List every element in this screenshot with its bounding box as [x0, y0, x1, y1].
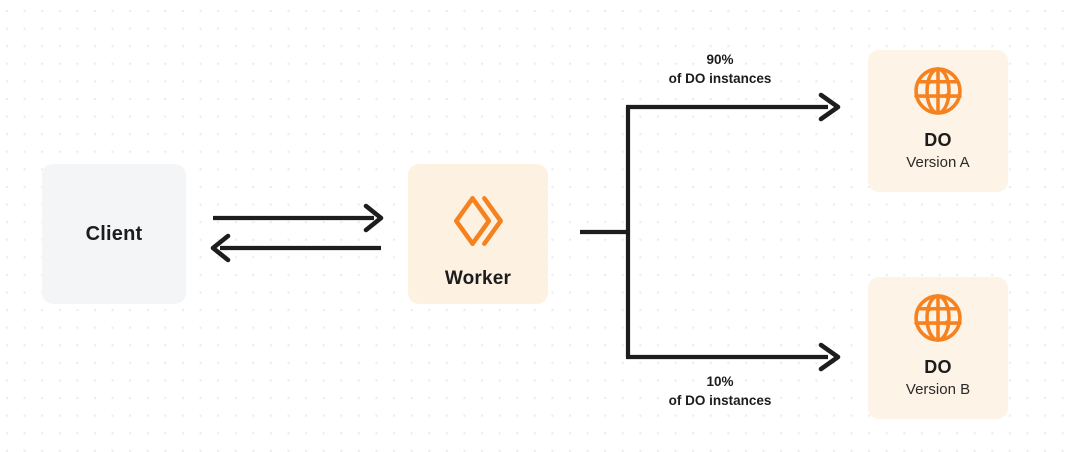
node-do-version-a[interactable]: DO Version A	[868, 50, 1008, 192]
edge-label-bottom-caption: of DO instances	[668, 393, 772, 409]
client-label: Client	[85, 222, 143, 245]
edge-label-bottom-percent: 10%	[706, 374, 734, 389]
edge-label-top-caption: of DO instances	[668, 71, 772, 87]
do-b-subtitle: Version B	[905, 381, 971, 398]
edge-label-bottom: 10% of DO instances	[620, 372, 820, 410]
do-a-title: DO	[924, 130, 952, 150]
globe-icon	[911, 291, 965, 345]
connector-worker-branch	[580, 107, 631, 357]
arrow-client-to-worker	[213, 203, 384, 233]
globe-icon	[911, 64, 965, 118]
arrow-worker-to-client	[210, 233, 381, 263]
edge-label-top: 90% of DO instances	[620, 50, 820, 88]
do-b-title: DO	[924, 357, 952, 377]
node-client[interactable]: Client	[42, 164, 186, 304]
arrow-branch-to-do-b	[626, 342, 841, 372]
edge-label-top-percent: 90%	[706, 52, 734, 67]
worker-label: Worker	[444, 268, 512, 289]
node-worker[interactable]: Worker	[408, 164, 548, 304]
cloudflare-workers-icon	[449, 192, 507, 250]
arrow-branch-to-do-a	[626, 92, 841, 122]
node-do-version-b[interactable]: DO Version B	[868, 277, 1008, 419]
do-a-subtitle: Version A	[906, 154, 970, 171]
